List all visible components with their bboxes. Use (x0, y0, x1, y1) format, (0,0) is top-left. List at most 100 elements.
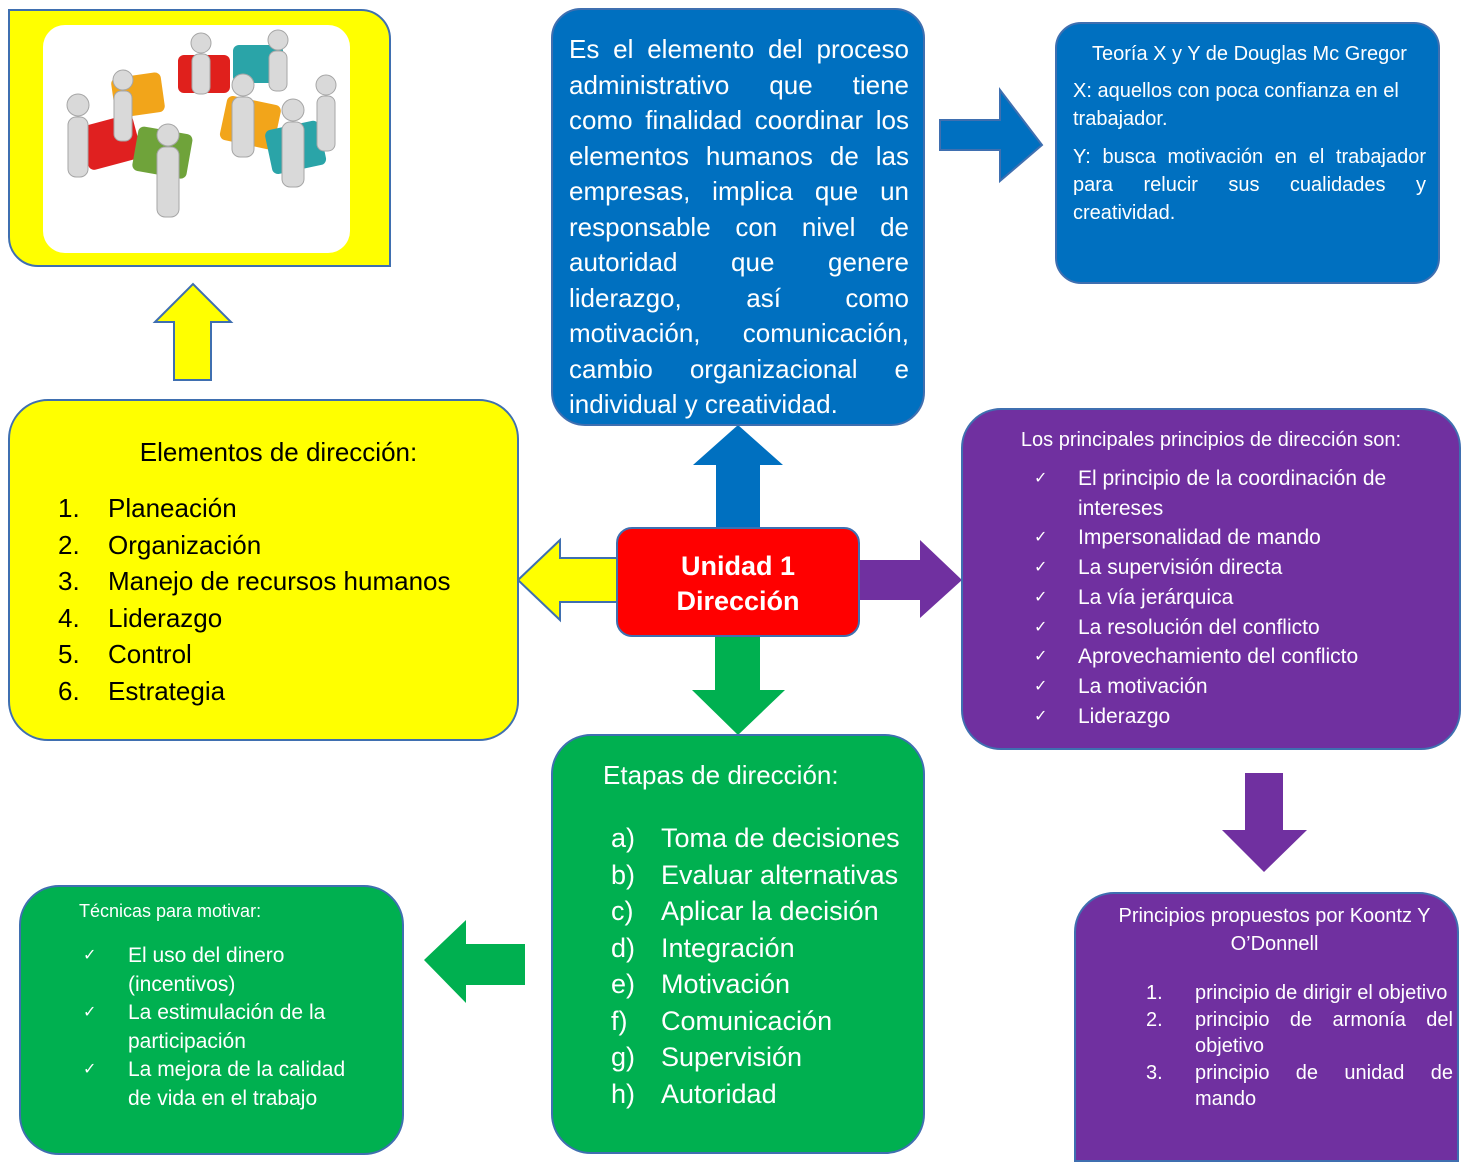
item-label: La resolución del conflicto (1078, 615, 1320, 639)
checklist-item: ✓ Aprovechamiento del conflicto (1034, 642, 1437, 672)
stages-title: Etapas de dirección: (603, 760, 839, 790)
item-label: Aprovechamiento del conflicto (1078, 645, 1359, 669)
list-item: 3. Manejo de recursos humanos (58, 563, 517, 600)
list-item: 6.Estrategia (58, 673, 517, 710)
list-item: 2.principio de armonía del objetivo (1146, 1007, 1453, 1060)
item-label: Comunicación (661, 1005, 833, 1036)
list-item: g) Supervisión (611, 1039, 923, 1076)
item-label: Manejo de recursos humanos (108, 566, 451, 596)
elements-title: Elementos de dirección: (139, 437, 418, 467)
theory-box: Teoría X y Y de Douglas Mc Gregor X: aqu… (1055, 22, 1440, 284)
check-icon: ✓ (83, 1004, 97, 1021)
elements-box: Elementos de dirección: 1. Planeación 2.Or… (8, 399, 519, 741)
item-number: 2. (1146, 1008, 1163, 1031)
list-item: 1. Planeación (58, 490, 517, 527)
item-label: Impersonalidad de mando (1078, 526, 1321, 550)
item-letter: a) (611, 823, 636, 853)
item-letter: g) (611, 1042, 636, 1072)
item-number: 2. (58, 529, 80, 560)
item-number: 5. (58, 639, 80, 669)
list-item: 2.Organización (58, 527, 517, 564)
item-number: 1. (58, 493, 80, 523)
check-icon: ✓ (1034, 529, 1048, 547)
check-icon: ✓ (1034, 470, 1048, 487)
checklist-item: ✓ El uso del dinero (incentivos) (83, 942, 362, 999)
item-letter: d) (611, 932, 636, 963)
item-label: Planeación (108, 493, 237, 523)
principles-list: ✓ El principio de la coordinación de inte… (963, 464, 1459, 731)
checklist-item: ✓La vía jerárquica (1034, 583, 1437, 613)
checklist-item: ✓ Impersonalidad de mando (1034, 523, 1437, 553)
item-label: La supervisión directa (1078, 556, 1283, 580)
item-letter: h) (611, 1078, 636, 1109)
arrow-right-blue (939, 87, 1044, 184)
checklist-item: ✓La resolución del conflicto (1034, 613, 1437, 643)
item-number: 1. (1146, 982, 1163, 1004)
item-letter: e) (611, 969, 636, 999)
theory-title: Teoría X y Y de Douglas Mc Gregor (1092, 43, 1407, 65)
image-frame (8, 9, 391, 267)
theory-y: Y: busca motivación en el trabajador par… (1073, 146, 1426, 224)
central-line-1: Unidad 1 (680, 551, 795, 581)
item-label: Autoridad (661, 1078, 777, 1109)
item-label: La estimulación de la participación (128, 1001, 326, 1053)
arrow-left-green (424, 920, 525, 1003)
item-label: Evaluar alternativas (661, 859, 899, 890)
checklist-item: ✓La supervisión directa (1034, 553, 1437, 583)
image-panel (43, 25, 350, 253)
check-icon: ✓ (1034, 648, 1048, 666)
list-item: h) Autoridad (611, 1076, 923, 1113)
list-item: f) Comunicación (611, 1003, 923, 1040)
item-label: Integración (661, 932, 795, 963)
checklist-item: ✓Liderazgo (1034, 702, 1437, 732)
item-letter: b) (611, 859, 636, 890)
item-letter: f) (611, 1005, 628, 1036)
techniques-box: Técnicas para motivar: ✓ El uso del diner… (19, 885, 404, 1155)
arrow-down-purple (1222, 773, 1307, 872)
item-label: Motivación (661, 969, 791, 999)
list-item: 4. Liderazgo (58, 600, 517, 637)
arrow-left-yellow (516, 537, 621, 623)
list-item: c)Aplicar la decisión (611, 893, 923, 930)
checklist-item: ✓La mejora de la calidad de vida en el t… (83, 1056, 362, 1113)
item-number: 4. (58, 602, 80, 633)
item-label: principio de unidad de mando (1195, 1061, 1453, 1111)
item-label: principio de dirigir el objetivo (1195, 982, 1448, 1004)
arrow-down-green (692, 636, 785, 735)
central-line-2: Dirección (676, 586, 800, 616)
check-icon: ✓ (83, 1061, 97, 1078)
koontz-box: Principios propuestos por Koontz Y O’Don… (1074, 892, 1459, 1162)
item-label: Control (108, 639, 192, 669)
item-label: La motivación (1078, 674, 1208, 698)
list-item: 5. Control (58, 636, 517, 673)
list-item: e) Motivación (611, 966, 923, 1003)
teamwork-puzzle-people-icon (66, 29, 337, 218)
central-topic: Unidad 1 Dirección (616, 527, 860, 637)
item-label: El uso del dinero (incentivos) (128, 944, 285, 996)
list-item: a)Toma de decisiones (611, 820, 923, 857)
definition-box: Es el elemento del proceso administrativ… (551, 8, 925, 426)
list-item: d) Integración (611, 930, 923, 967)
check-icon: ✓ (83, 947, 97, 964)
item-label: El principio de la coordinación de inter… (1078, 467, 1387, 520)
item-label: Estrategia (108, 675, 226, 706)
checklist-item: ✓La motivación (1034, 672, 1437, 702)
check-icon: ✓ (1034, 588, 1048, 606)
techniques-list: ✓ El uso del dinero (incentivos) ✓ La estim… (21, 942, 402, 1113)
item-number: 3. (58, 566, 80, 596)
item-label: Liderazgo (108, 602, 223, 633)
item-label: Supervisión (661, 1042, 803, 1072)
checklist-item: ✓ La estimulación de la participación (83, 999, 362, 1056)
list-item: 1. principio de dirigir el objetivo (1146, 980, 1453, 1007)
list-item: b) Evaluar alternativas (611, 857, 923, 894)
techniques-title: Técnicas para motivar: (79, 901, 262, 921)
theory-x: X: aquellos con poca confianza en el tra… (1073, 80, 1399, 130)
arrow-right-purple (860, 540, 962, 618)
principles-box: Los principales principios de dirección … (961, 408, 1461, 750)
principles-title: Los principales principios de dirección … (1020, 429, 1402, 451)
koontz-title: Principios propuestos por Koontz Y O’Don… (1118, 905, 1431, 955)
